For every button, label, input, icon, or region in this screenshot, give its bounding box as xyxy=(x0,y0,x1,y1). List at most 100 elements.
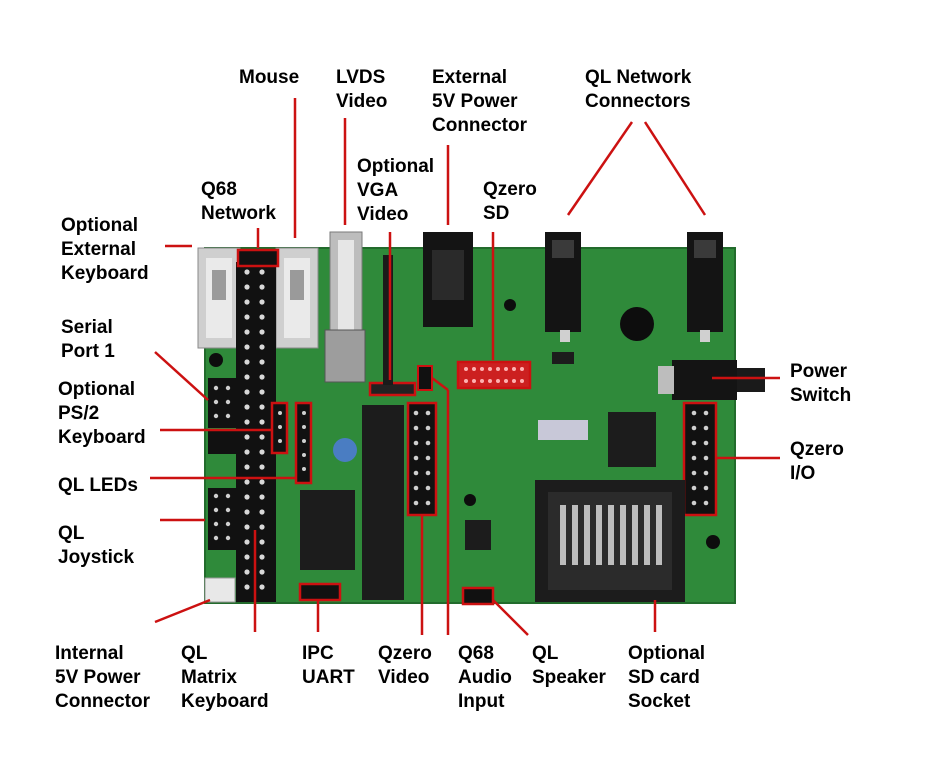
label-line: Mouse xyxy=(239,67,300,88)
pin xyxy=(225,493,231,499)
label-line: Optional xyxy=(61,215,139,236)
pin xyxy=(244,584,250,590)
sd-contact xyxy=(560,505,566,565)
label-line: 5V Power xyxy=(55,667,141,688)
label-line: QL xyxy=(58,523,85,544)
pin xyxy=(480,379,484,383)
pin xyxy=(496,379,500,383)
q68-audio-header xyxy=(417,365,433,391)
label-line: Connector xyxy=(432,115,527,136)
pin xyxy=(244,479,250,485)
pin xyxy=(244,554,250,560)
label-line: Audio xyxy=(458,667,512,688)
pin xyxy=(259,509,265,515)
lvds-cable xyxy=(324,231,366,383)
label-line: Qzero xyxy=(483,179,537,200)
crystal xyxy=(538,420,588,440)
pin xyxy=(504,367,508,371)
chip-large xyxy=(362,405,404,600)
label-line: Matrix xyxy=(181,667,237,688)
pin xyxy=(213,507,219,513)
internal-power-connector xyxy=(204,577,236,603)
pin xyxy=(244,524,250,530)
power-switch-body xyxy=(658,360,765,400)
label-ql-matrix: QL Matrix Keyboard xyxy=(181,642,269,714)
pin xyxy=(259,539,265,545)
label-line: Internal xyxy=(55,643,124,664)
pin xyxy=(413,470,419,476)
pin xyxy=(244,284,250,290)
pin xyxy=(464,379,468,383)
network-jack-1 xyxy=(545,232,581,342)
pin xyxy=(259,344,265,350)
pin xyxy=(496,367,500,371)
pin xyxy=(244,314,250,320)
pin xyxy=(520,367,524,371)
pin xyxy=(244,494,250,500)
pin xyxy=(244,344,250,350)
pin xyxy=(703,425,709,431)
joystick-header xyxy=(208,488,236,550)
label-line: Keyboard xyxy=(181,691,269,712)
pin xyxy=(213,399,219,405)
pin xyxy=(213,535,219,541)
sd-contact xyxy=(632,505,638,565)
pin xyxy=(413,440,419,446)
leader-lines xyxy=(150,98,780,636)
pin xyxy=(691,440,697,446)
pin xyxy=(278,425,282,429)
mount-hole xyxy=(209,353,223,367)
pin xyxy=(213,385,219,391)
pin xyxy=(244,374,250,380)
pin xyxy=(703,455,709,461)
label-line: Qzero xyxy=(790,439,844,460)
pin xyxy=(244,539,250,545)
mount-hole xyxy=(464,494,476,506)
pin xyxy=(259,569,265,575)
pin xyxy=(302,467,306,471)
label-internal-power: Internal 5V Power Connector xyxy=(55,642,150,714)
network-jack-2 xyxy=(687,232,723,342)
label-line: QL Network xyxy=(585,67,692,88)
pin xyxy=(259,389,265,395)
label-line: Power xyxy=(790,361,848,382)
sd-contact xyxy=(596,505,602,565)
pin xyxy=(259,374,265,380)
label-line: Switch xyxy=(790,385,852,406)
pin xyxy=(225,521,231,527)
pin xyxy=(213,521,219,527)
pin xyxy=(691,500,697,506)
pin xyxy=(259,284,265,290)
label-vga-video: Optional VGA Video xyxy=(357,155,434,227)
pin xyxy=(703,485,709,491)
label-ipc-uart: IPC UART xyxy=(302,642,355,690)
label-line: VGA xyxy=(357,180,399,201)
label-line: Socket xyxy=(628,691,691,712)
sd-contact xyxy=(608,505,614,565)
sd-contact xyxy=(584,505,590,565)
pin xyxy=(225,535,231,541)
pin xyxy=(244,434,250,440)
pin xyxy=(213,413,219,419)
label-qzero-io: Qzero I/O xyxy=(790,438,844,486)
pin xyxy=(244,299,250,305)
ipc-uart-header xyxy=(298,582,342,602)
pin xyxy=(225,507,231,513)
pin xyxy=(259,329,265,335)
label-line: QL LEDs xyxy=(58,475,138,496)
label-line: Keyboard xyxy=(58,427,146,448)
pin xyxy=(259,584,265,590)
mount-hole xyxy=(504,299,516,311)
label-line: LVDS xyxy=(336,67,386,88)
pin xyxy=(464,367,468,371)
pin xyxy=(520,379,524,383)
pin xyxy=(488,367,492,371)
pin xyxy=(691,485,697,491)
sd-contact xyxy=(656,505,662,565)
chip-small xyxy=(608,412,656,467)
label-ql-network: QL Network Connectors xyxy=(585,66,691,114)
pin xyxy=(225,385,231,391)
pin xyxy=(691,425,697,431)
pin xyxy=(703,440,709,446)
pin xyxy=(244,419,250,425)
